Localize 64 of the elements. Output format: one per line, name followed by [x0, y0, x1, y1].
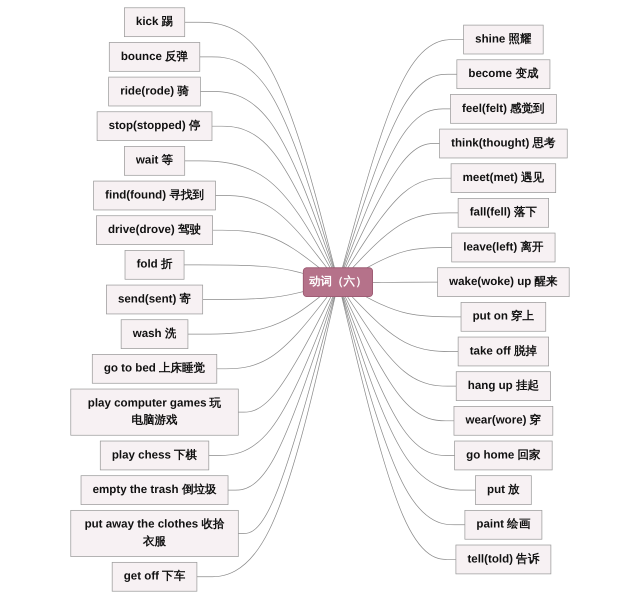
connector [208, 296, 334, 456]
connector [199, 56, 334, 268]
node-box: wear(wore) 穿 [454, 406, 554, 436]
connector [196, 296, 336, 578]
connector [212, 230, 320, 268]
connector [202, 291, 304, 300]
connector [344, 296, 455, 456]
connector [212, 126, 332, 268]
node-box: send(sent) 寄 [106, 284, 204, 314]
connector [344, 296, 454, 422]
connector [342, 296, 476, 490]
node-box: get off 下车 [112, 562, 198, 592]
connector [347, 178, 452, 268]
connector [366, 247, 452, 268]
node-box: drive(drove) 驾驶 [96, 215, 214, 245]
connector [238, 296, 335, 534]
connector [215, 195, 328, 268]
node-box: feel(felt) 感觉到 [450, 94, 557, 124]
node-box: hang up 挂起 [456, 371, 551, 401]
node-box: leave(left) 离开 [451, 232, 556, 262]
connector [344, 108, 451, 268]
node-box: kick 踢 [124, 7, 186, 38]
connector [352, 296, 459, 352]
connector [184, 22, 335, 268]
connector [342, 296, 466, 526]
node-box: play computer games 玩电脑游戏 [70, 388, 239, 436]
connector [366, 296, 462, 318]
connector [228, 296, 334, 490]
node-box: tell(told) 告诉 [456, 544, 552, 574]
node-box: stop(stopped) 停 [96, 111, 212, 141]
connector [238, 296, 332, 412]
connector [352, 212, 459, 268]
connector [216, 296, 328, 370]
node-box: empty the trash 倒垃圾 [80, 475, 228, 505]
connector [341, 296, 456, 560]
connector [347, 296, 457, 386]
node-box: ride(rode) 骑 [108, 76, 201, 106]
node-box: fold 折 [124, 250, 184, 280]
connector [344, 143, 440, 268]
node-box: fall(fell) 落下 [458, 198, 550, 228]
connector [184, 160, 331, 268]
node-box: shine 照耀 [463, 24, 544, 54]
node-box: go home 回家 [454, 440, 553, 470]
node-box: put on 穿上 [460, 302, 546, 332]
connector [342, 74, 458, 268]
connector [372, 282, 438, 283]
connector [200, 91, 334, 268]
node-box: paint 绘画 [464, 510, 542, 540]
node-box: wash 洗 [120, 319, 188, 349]
node-box: find(found) 寻找到 [93, 180, 216, 210]
node-box: take off 脱掉 [458, 336, 550, 366]
connector [342, 39, 464, 268]
node-box: wait 等 [124, 146, 186, 176]
node-box: play chess 下棋 [100, 440, 210, 470]
node-box: put 放 [475, 475, 532, 505]
connector [184, 264, 304, 274]
node-box: meet(met) 遇见 [450, 163, 556, 193]
connector [188, 296, 320, 335]
node-box: wake(woke) up 醒来 [437, 267, 570, 297]
node-box: bounce 反弹 [108, 42, 200, 72]
node-box: think(thought) 思考 [439, 128, 568, 158]
node-box: put away the clothes 收拾衣服 [70, 510, 239, 557]
node-box: go to bed 上床睡觉 [92, 354, 218, 384]
node-box: become 变成 [456, 59, 550, 90]
